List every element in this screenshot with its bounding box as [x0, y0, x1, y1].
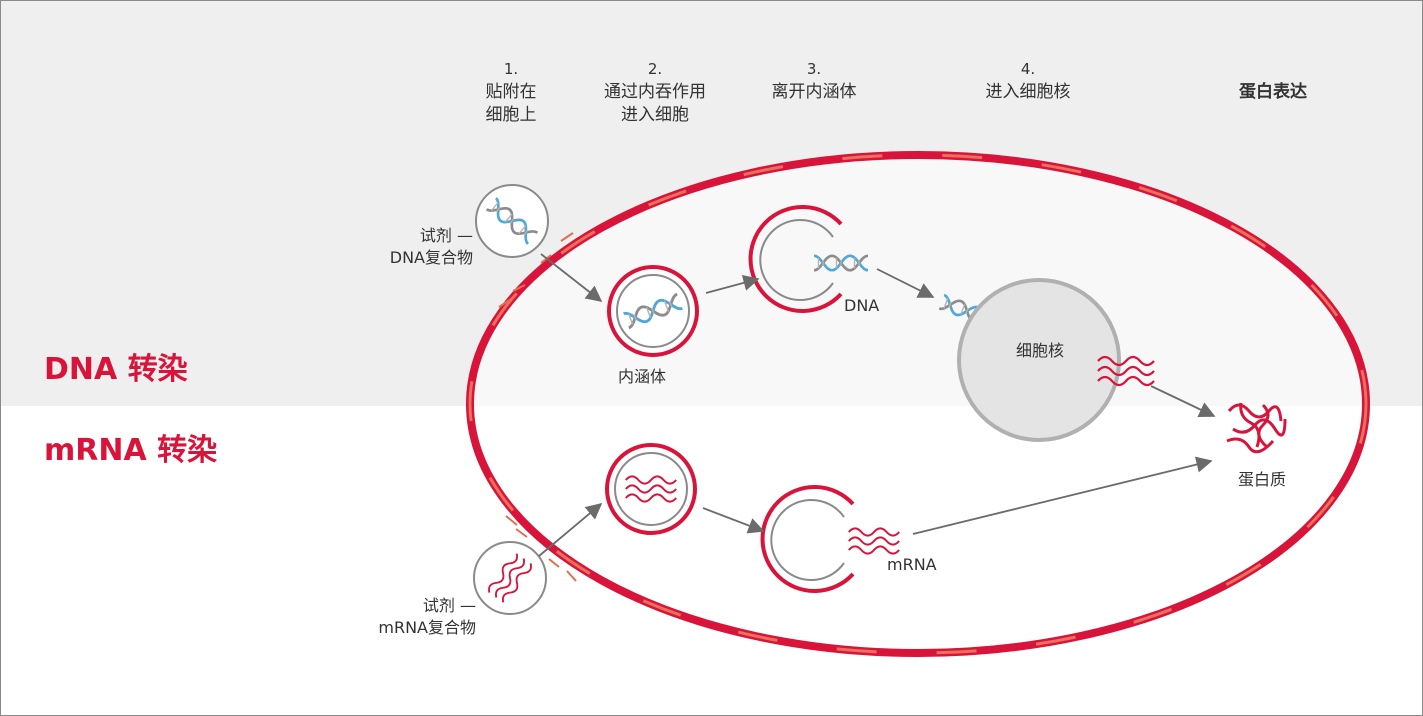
protein-label: 蛋白质: [1238, 470, 1287, 489]
protein-icon: [1226, 402, 1287, 454]
nucleus-circle: [957, 278, 1121, 442]
opened-endosome-arc: [760, 485, 855, 593]
nucleus-label: 细胞核: [1016, 341, 1065, 360]
opened-endosome-arc: [748, 205, 843, 313]
label-line: mRNA复合物: [378, 618, 476, 637]
step-number: 4.: [1020, 60, 1036, 78]
mrna-endosome: [605, 443, 697, 535]
mrna-reagent-complex: [473, 541, 547, 615]
mrna-opened-endosome: [760, 485, 901, 593]
step-text: 离开内涵体: [771, 82, 857, 102]
step-2-header: 2. 通过内吞作用 进入细胞: [580, 58, 730, 127]
mrna-reagent-label: 试剂 — mRNA复合物: [331, 595, 476, 639]
opened-endosome-inner-arc: [770, 499, 845, 581]
step-text: 细胞上: [485, 105, 537, 125]
arrow: [705, 274, 760, 294]
opened-endosome-inner-arc: [759, 219, 834, 301]
step-text: 蛋白表达: [1239, 82, 1307, 102]
step-text: 进入细胞核: [985, 82, 1071, 102]
arrow: [1150, 385, 1216, 418]
arrow: [538, 502, 603, 557]
arrow: [540, 253, 603, 302]
arrow: [702, 507, 765, 534]
step-text: 通过内吞作用: [604, 82, 706, 102]
arrow: [876, 268, 935, 298]
dna-reagent-label: 试剂 — DNA复合物: [331, 225, 473, 269]
cell-membrane: [466, 151, 1370, 657]
step-number: 1.: [503, 60, 519, 78]
step-4-header: 4. 进入细胞核: [963, 58, 1093, 104]
dna-opened-endosome: [748, 205, 870, 313]
step-text: 进入细胞: [621, 105, 689, 125]
step-3-header: 3. 离开内涵体: [749, 58, 879, 104]
dna-label: DNA: [844, 296, 880, 315]
cell-membrane-outline: [466, 151, 1370, 657]
dna-endosome: [607, 265, 699, 357]
endosome-label: 内涵体: [618, 367, 667, 386]
label-line: 试剂 —: [419, 226, 473, 245]
label-line: DNA复合物: [389, 248, 473, 267]
mrna-label: mRNA: [887, 555, 937, 574]
nucleus: [957, 278, 1121, 442]
flow-arrows: [538, 253, 1216, 557]
dna-reagent-complex: [475, 184, 549, 258]
step-1-header: 1. 贴附在 细胞上: [459, 58, 563, 127]
step-text: 贴附在: [485, 82, 537, 102]
arrow: [912, 456, 1213, 535]
step-number: 3.: [806, 60, 822, 78]
step-number: 2.: [647, 60, 663, 78]
label-line: 试剂 —: [422, 596, 476, 615]
step-5-header: 蛋白表达: [1213, 81, 1333, 104]
cell-membrane-pattern: [468, 153, 1368, 655]
mrna-section-title: mRNA 转染: [44, 433, 218, 468]
dna-section-title: DNA 转染: [44, 352, 188, 387]
